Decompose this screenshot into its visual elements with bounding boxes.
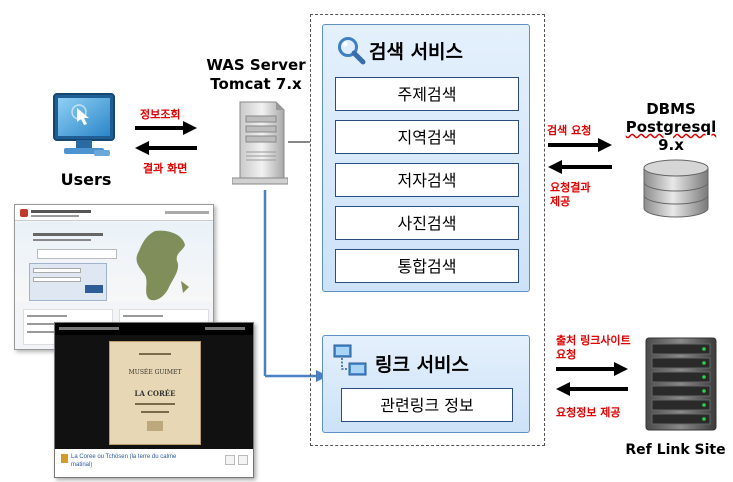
- dbms-request-label: 검색 요청: [547, 124, 592, 137]
- viewer-screenshot: MUSÉE GUIMET LA CORÉE La Coree ou Tchöse…: [54, 322, 254, 478]
- search-item-region: 지역검색: [335, 120, 519, 154]
- viewer-prev-button[interactable]: [225, 455, 235, 465]
- users-response-label: 결과 화면: [143, 162, 188, 175]
- ref-link-label: Ref Link Site: [625, 442, 726, 458]
- was-title-line1: WAS Server: [206, 56, 306, 74]
- viewer-caption: La Coree ou Tchösen (la terre du calme m…: [71, 453, 221, 469]
- ref-link-request-line2: 요청: [556, 348, 577, 361]
- was-title-line2: Tomcat 7.x: [210, 75, 302, 93]
- ref-link-request-arrow: [556, 362, 628, 376]
- was-title: WAS Server Tomcat 7.x: [204, 56, 308, 94]
- ref-link-response-label: 요청정보 제공: [556, 406, 621, 419]
- search-item-integrated: 통합검색: [335, 249, 519, 283]
- dbms-line1: DBMS: [646, 100, 696, 118]
- search-item-photo: 사진검색: [335, 206, 519, 240]
- server-icon: [231, 98, 289, 186]
- dbms-title: DBMS Postgresql 9.x: [622, 100, 720, 154]
- link-service-panel: 링크 서비스 관련링크 정보: [322, 335, 530, 433]
- link-service-title: 링크 서비스: [375, 354, 470, 376]
- was-connector: [288, 141, 310, 143]
- dbms-response-arrow: [548, 160, 612, 174]
- ref-link-request-label: 출처 링크사이트 요청: [556, 334, 631, 362]
- database-icon: [640, 158, 712, 222]
- book-thumbnail-icon: [61, 454, 68, 463]
- users-response-arrow: [135, 141, 197, 155]
- viewer-next-button[interactable]: [238, 455, 248, 465]
- dbms-request-arrow: [548, 138, 612, 152]
- search-item-topic: 주제검색: [335, 77, 519, 111]
- service-container: [310, 14, 545, 446]
- search-service-panel: 검색 서비스 주제검색 지역검색 저자검색 사진검색 통합검색: [322, 24, 530, 292]
- search-service-title: 검색 서비스: [369, 41, 464, 63]
- users-label: Users: [60, 170, 112, 189]
- dbms-response-line2: 제공: [550, 195, 571, 208]
- network-icon: [333, 344, 367, 376]
- viewer-caption-line2: matinal): [71, 462, 93, 468]
- dbms-line3: 9.x: [658, 136, 684, 154]
- ref-link-request-line1: 출처 링크사이트: [556, 334, 631, 347]
- dbms-response-line1: 요청결과: [550, 181, 591, 194]
- users-request-label: 정보조회: [140, 108, 181, 121]
- dbms-line2: Postgresql: [625, 118, 717, 136]
- search-item-author: 저자검색: [335, 163, 519, 197]
- book-title-line1: MUSÉE GUIMET: [128, 369, 182, 376]
- users-request-arrow: [135, 121, 197, 135]
- magnifier-icon: [338, 37, 366, 65]
- book-title-line2: LA CORÉE: [134, 389, 176, 398]
- server-rack-icon: [640, 336, 722, 432]
- ref-link-response-arrow: [556, 382, 628, 396]
- monitor-icon: [48, 92, 120, 160]
- viewer-caption-line1: La Coree ou Tchösen (la terre du calme: [71, 454, 177, 460]
- dbms-response-label: 요청결과 제공: [550, 181, 590, 209]
- link-item-related: 관련링크 정보: [341, 388, 513, 422]
